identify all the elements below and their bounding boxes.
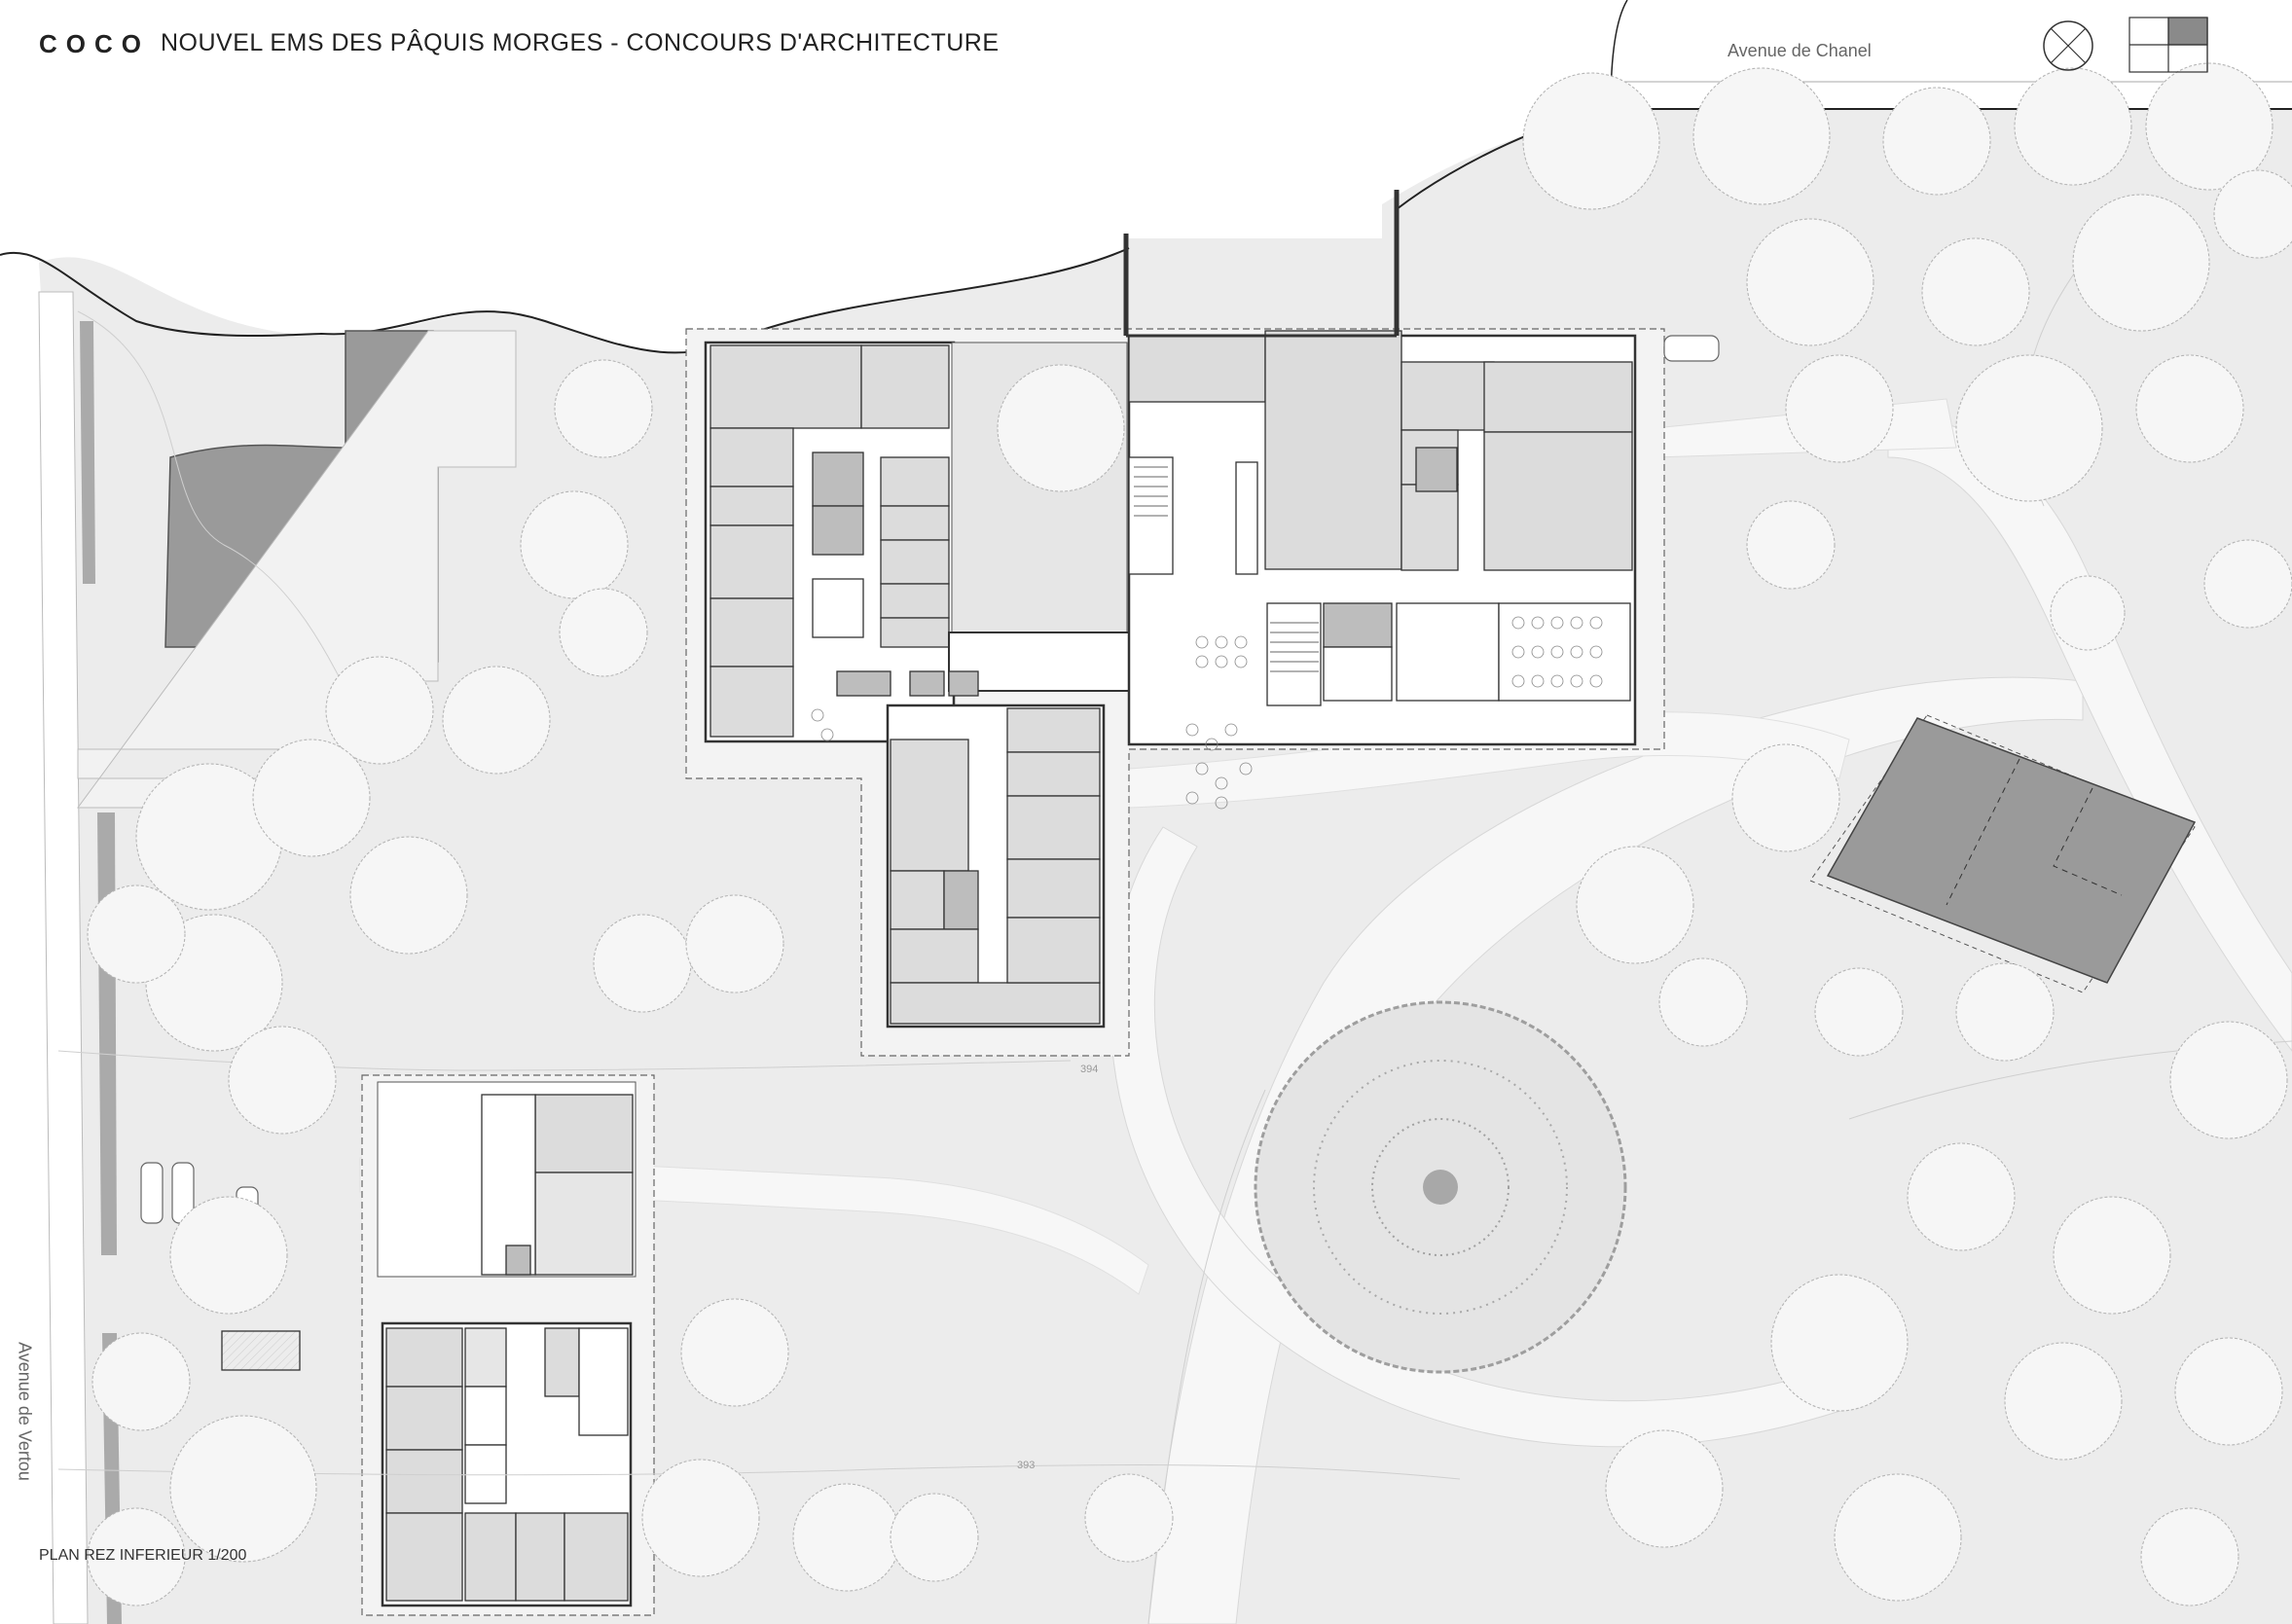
large-tree bbox=[1254, 1000, 1627, 1374]
brand-logo: COCO bbox=[39, 29, 150, 58]
main-building bbox=[704, 190, 1637, 1029]
plan-caption: PLAN REZ INFERIEUR 1/200 bbox=[39, 1547, 247, 1564]
south-building bbox=[221, 1081, 637, 1607]
terrace-furniture bbox=[811, 616, 1603, 810]
avenue-green-edge bbox=[80, 321, 95, 584]
street-label-top: Avenue de Chanel bbox=[1728, 41, 1872, 60]
street-label-left: Avenue de Vertou bbox=[15, 1342, 35, 1481]
project-title: NOUVEL EMS DES PÂQUIS MORGES - CONCOURS … bbox=[161, 29, 1000, 56]
north-arrow-icon bbox=[2043, 20, 2093, 71]
level-marker-upper: 394 bbox=[1080, 1064, 1099, 1075]
avenue-strip bbox=[38, 291, 89, 1624]
level-marker-lower: 393 bbox=[1017, 1460, 1036, 1471]
street-edge bbox=[0, 247, 1130, 354]
trees bbox=[87, 62, 2292, 1606]
key-plan-icon bbox=[2128, 17, 2208, 73]
neighbor-building-east bbox=[1809, 714, 2197, 993]
east-path bbox=[1887, 416, 2292, 1052]
